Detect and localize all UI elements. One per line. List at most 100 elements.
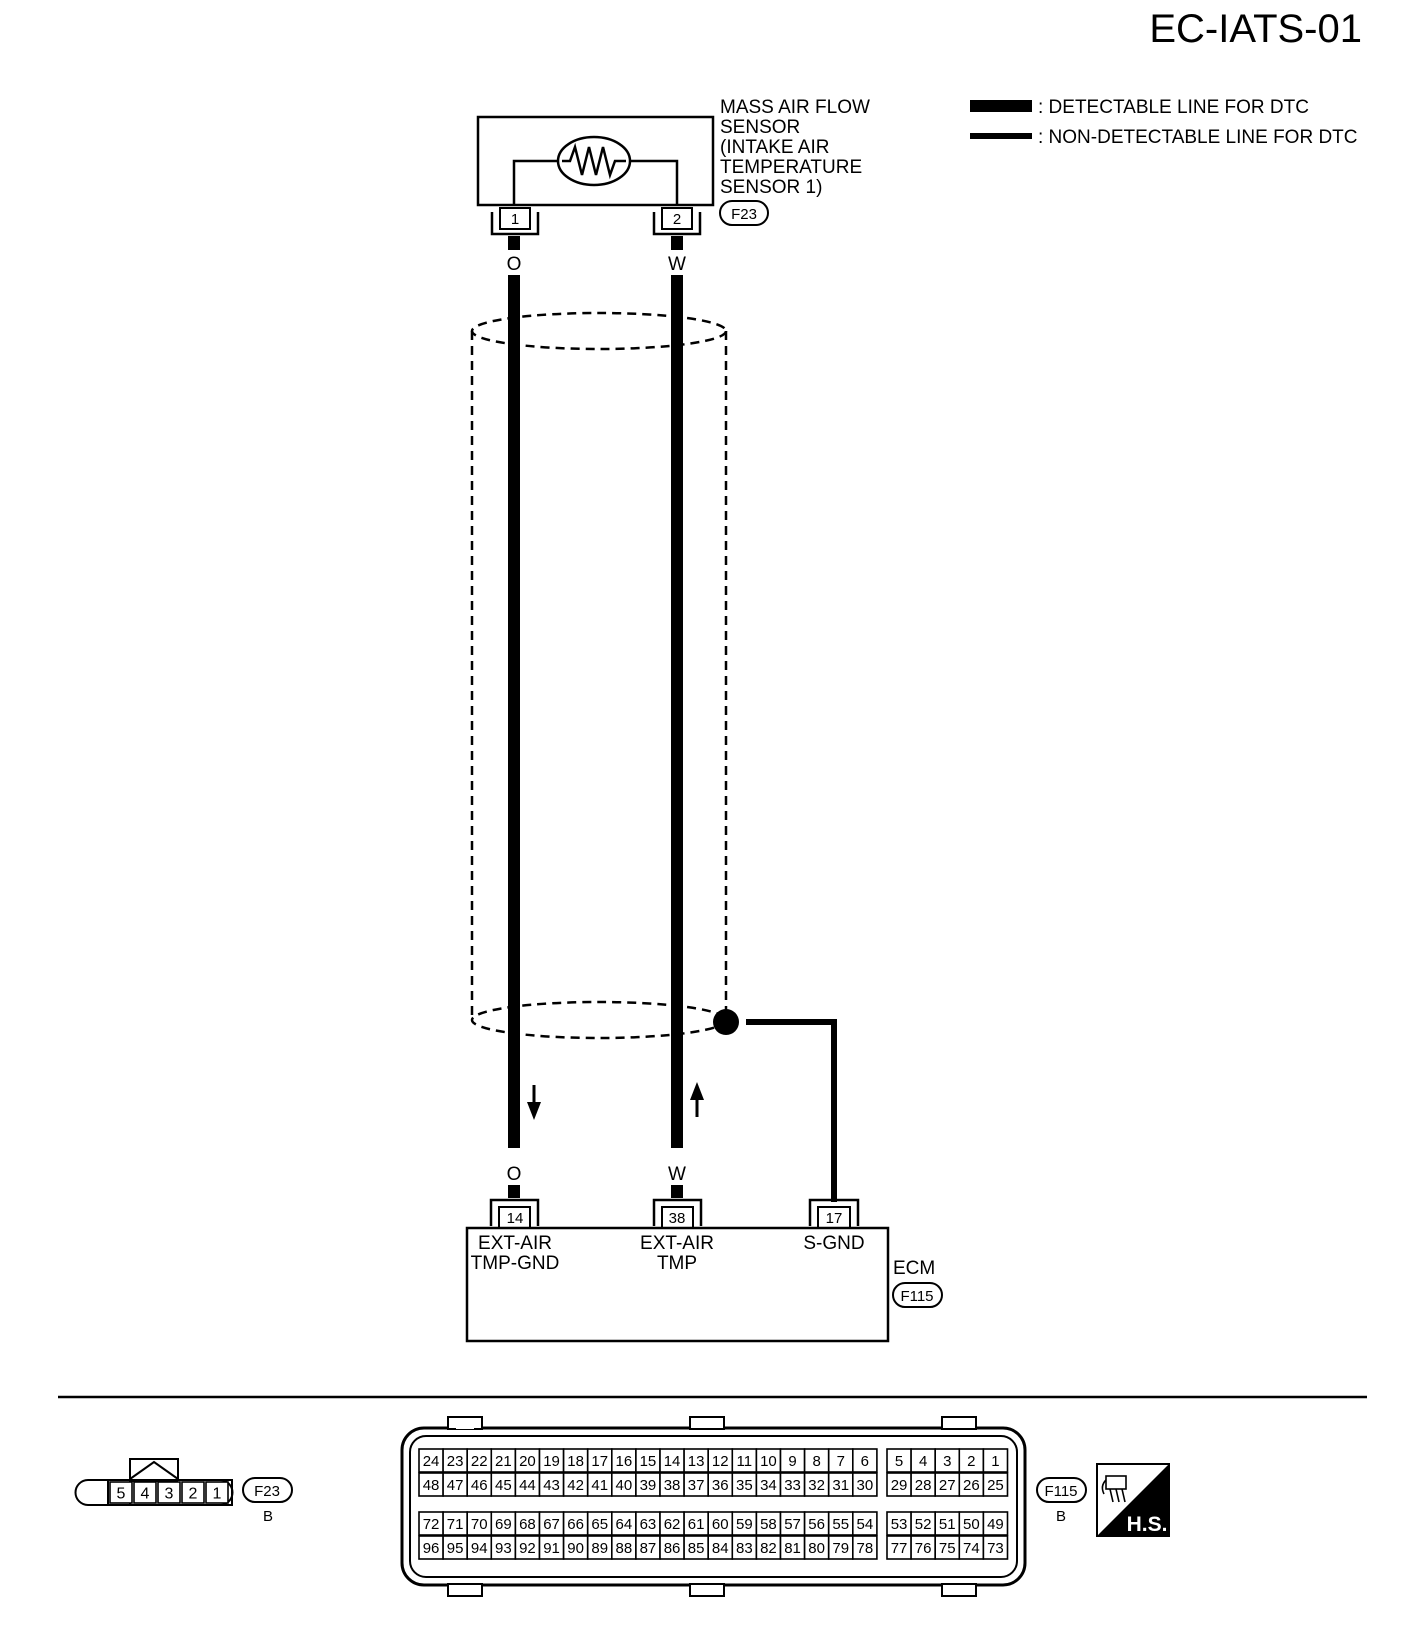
f115-view-badge — [1036, 1477, 1087, 1503]
svg-text:95: 95 — [447, 1540, 464, 1557]
f115-pin-35: 35 — [731, 1472, 758, 1497]
f115-pin-47: 47 — [442, 1472, 469, 1497]
f115-pin-46: 46 — [466, 1472, 493, 1497]
f115-pin-71: 71 — [442, 1511, 469, 1536]
f115-pin-54: 54 — [851, 1511, 878, 1536]
svg-text:66: 66 — [567, 1516, 584, 1533]
svg-text:65: 65 — [591, 1516, 608, 1533]
f115-pin-82: 82 — [755, 1535, 782, 1560]
svg-text:86: 86 — [664, 1540, 681, 1557]
f115-pin-31: 31 — [827, 1472, 854, 1497]
svg-text:36: 36 — [712, 1477, 729, 1494]
f115-pin-90: 90 — [562, 1535, 589, 1560]
f115-pin-17: 17 — [586, 1448, 613, 1473]
svg-text:31: 31 — [832, 1477, 849, 1494]
harness-side-icon: H.S. — [1096, 1463, 1170, 1537]
sensor-body — [476, 115, 715, 207]
wire-w — [671, 275, 683, 1148]
svg-text:4: 4 — [919, 1453, 927, 1470]
f115-pin-42: 42 — [562, 1472, 589, 1497]
wire-color-o-bottom: O — [507, 1164, 522, 1185]
svg-text:33: 33 — [784, 1477, 801, 1494]
svg-text:4: 4 — [141, 1485, 150, 1502]
svg-text:34: 34 — [760, 1477, 777, 1494]
legend: : DETECTABLE LINE FOR DTC : NON-DETECTAB… — [970, 97, 1358, 148]
svg-text:40: 40 — [616, 1477, 633, 1494]
sensor-pin-2: 2 — [652, 207, 702, 236]
f115-pin-80: 80 — [803, 1535, 830, 1560]
svg-text:90: 90 — [567, 1540, 584, 1557]
f115-pin-11: 11 — [731, 1448, 758, 1473]
svg-text:41: 41 — [591, 1477, 608, 1494]
f115-pin-88: 88 — [610, 1535, 637, 1560]
svg-text:19: 19 — [543, 1453, 560, 1470]
svg-text:25: 25 — [987, 1477, 1004, 1494]
f115-pin-7: 7 — [827, 1448, 854, 1473]
f115-pin-84: 84 — [707, 1535, 734, 1560]
f115-pin-70: 70 — [466, 1511, 493, 1536]
f115-pin-19: 19 — [538, 1448, 565, 1473]
f115-pin-15: 15 — [635, 1448, 661, 1473]
f115-pin-85: 85 — [683, 1535, 709, 1560]
f115-pin-4: 4 — [910, 1448, 936, 1473]
f115-pin-3: 3 — [934, 1448, 961, 1473]
f115-pin-95: 95 — [442, 1535, 469, 1560]
f115-pin-66: 66 — [562, 1511, 589, 1536]
svg-text:81: 81 — [784, 1540, 801, 1557]
arrow-up-icon — [690, 1082, 704, 1117]
f115-pin-20: 20 — [514, 1448, 541, 1473]
svg-text:91: 91 — [543, 1540, 560, 1557]
wire-o — [508, 275, 520, 1148]
svg-text:56: 56 — [808, 1516, 825, 1533]
svg-text:93: 93 — [495, 1540, 512, 1557]
svg-text:51: 51 — [939, 1516, 956, 1533]
f115-pin-50: 50 — [958, 1511, 985, 1536]
svg-text:85: 85 — [688, 1540, 705, 1557]
svg-text:20: 20 — [519, 1453, 536, 1470]
f115-pin-53: 53 — [886, 1511, 912, 1536]
f23-pin-3: 3 — [157, 1481, 181, 1504]
svg-text:22: 22 — [471, 1453, 488, 1470]
f115-pin-86: 86 — [659, 1535, 685, 1560]
f115-pin-67: 67 — [538, 1511, 565, 1536]
sensor-label-4: TEMPERATURE — [720, 157, 862, 178]
ecm-terminal-38-label-1: EXT-AIR — [640, 1233, 714, 1254]
svg-text:67: 67 — [543, 1516, 560, 1533]
ecm-name: ECM — [893, 1258, 935, 1279]
f115-pin-44: 44 — [514, 1472, 541, 1497]
svg-text:12: 12 — [712, 1453, 729, 1470]
f115-pin-28: 28 — [910, 1472, 936, 1497]
svg-text:38: 38 — [664, 1477, 681, 1494]
thermistor-icon — [556, 135, 632, 187]
svg-text:10: 10 — [760, 1453, 777, 1470]
f115-pin-37: 37 — [683, 1472, 709, 1497]
f115-pin-92: 92 — [514, 1535, 541, 1560]
f115-pin-10: 10 — [755, 1448, 782, 1473]
f115-pin-36: 36 — [707, 1472, 734, 1497]
arrow-down-icon — [527, 1085, 541, 1120]
f115-pin-83: 83 — [731, 1535, 758, 1560]
f23-pin-1: 1 — [205, 1481, 229, 1504]
svg-text:43: 43 — [543, 1477, 560, 1494]
svg-text:44: 44 — [519, 1477, 536, 1494]
f115-pin-12: 12 — [707, 1448, 734, 1473]
svg-text:11: 11 — [737, 1453, 753, 1470]
f115-pin-77: 77 — [886, 1535, 912, 1560]
f115-pin-51: 51 — [934, 1511, 961, 1536]
svg-text:29: 29 — [891, 1477, 908, 1494]
f115-inner-body — [409, 1435, 1018, 1578]
f23-view-color: B — [263, 1508, 273, 1525]
f115-pin-25: 25 — [982, 1472, 1009, 1497]
svg-text:21: 21 — [495, 1453, 512, 1470]
f23-pin-2: 2 — [181, 1481, 205, 1504]
f115-pin-32: 32 — [803, 1472, 830, 1497]
f115-pin-73: 73 — [982, 1535, 1009, 1560]
svg-text:50: 50 — [963, 1516, 980, 1533]
wire-o-bottom-stub — [508, 1185, 520, 1198]
svg-text:23: 23 — [447, 1453, 464, 1470]
svg-text:54: 54 — [857, 1516, 874, 1533]
wire-shield-ground — [746, 1019, 837, 1202]
